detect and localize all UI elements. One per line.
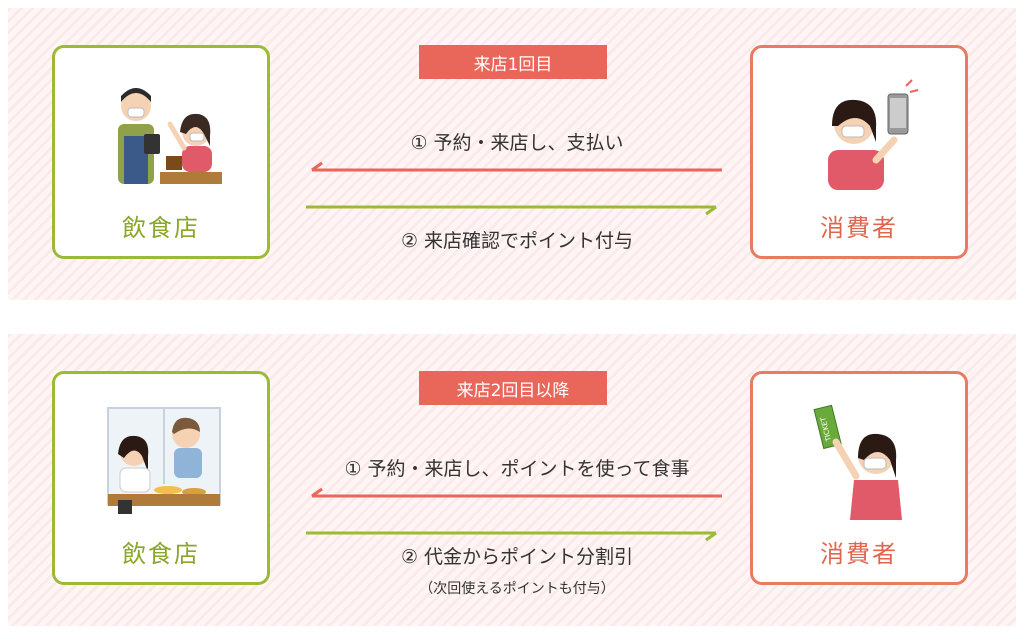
step-1-text: ① 予約・来店し、ポイントを使って食事 <box>344 458 690 480</box>
restaurant-dining-illustration <box>107 407 221 514</box>
consumer-box: 消費者 <box>750 45 968 259</box>
restaurant-label: 飲食店 <box>122 540 200 568</box>
step-1-text: ① 予約・来店し、支払い <box>410 132 624 154</box>
consumer-phone-illustration <box>828 79 919 190</box>
restaurant-box: 飲食店 <box>52 45 270 259</box>
step-2-text: ② 代金からポイント分割引 <box>400 546 634 568</box>
restaurant-label: 飲食店 <box>122 214 200 242</box>
consumer-label: 消費者 <box>820 540 898 568</box>
restaurant-box: 飲食店 <box>52 371 270 585</box>
visit-count-badge: 来店1回目 <box>419 45 607 79</box>
restaurant-staff-illustration <box>118 88 222 184</box>
step-2-note: （次回使えるポイントも付与） <box>419 581 615 597</box>
arrow-right-icon <box>306 205 717 216</box>
step-2-text: ② 来店確認でポイント付与 <box>400 230 634 252</box>
first-visit-panel: 飲食店 来店1回目 ① 予約・来店し、支払い ② 来店確認でポイント付与 消費者 <box>8 8 1016 300</box>
consumer-label: 消費者 <box>820 214 898 242</box>
arrow-right-icon <box>306 531 717 542</box>
consumer-ticket-illustration: TICKET <box>813 404 902 520</box>
repeat-visit-panel: 飲食店 来店2回目以降 ① 予約・来店し、ポイントを使って食事 ② 代金からポイ… <box>8 334 1016 626</box>
arrow-left-icon <box>311 161 722 172</box>
arrow-left-icon <box>311 487 722 498</box>
visit-count-badge: 来店2回目以降 <box>419 371 607 405</box>
consumer-box: TICKET 消費者 <box>750 371 968 585</box>
